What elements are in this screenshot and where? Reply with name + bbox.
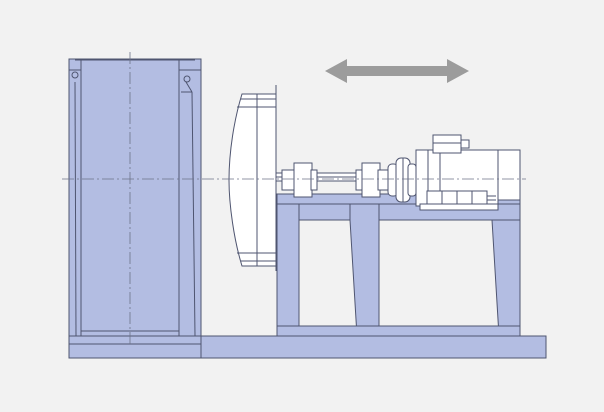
movement-arrow [325,59,469,83]
impeller-disc [228,85,277,271]
flexible-coupling [387,157,417,203]
bearing-housing-left [281,162,318,198]
bolt-hole-right [183,75,191,83]
bolt-hole-left [71,71,79,79]
base-plate [68,335,547,359]
bearing-housing-right [355,162,389,198]
motor-terminal-box [432,134,470,154]
fan-housing [68,58,202,337]
support-frame [276,193,521,337]
electric-motor [415,149,521,211]
